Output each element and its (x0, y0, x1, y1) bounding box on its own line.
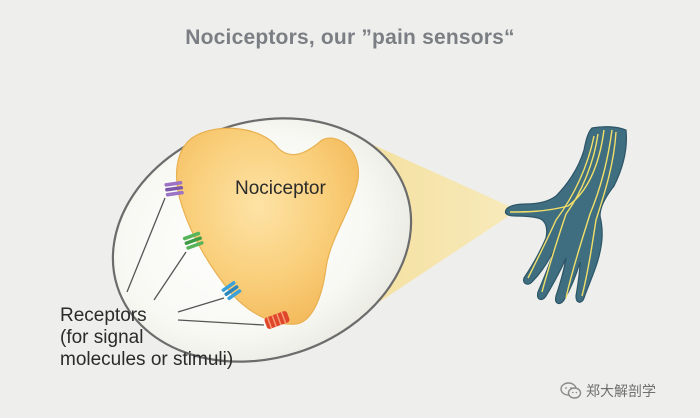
nerve-lines (509, 129, 617, 299)
watermark-text: 郑大解剖学 (586, 384, 656, 400)
receptor-blue (221, 281, 242, 301)
nociceptor-label: Nociceptor (235, 178, 326, 199)
receptor-red (264, 311, 290, 329)
receptors-label-line2: (for signal (60, 327, 144, 348)
wechat-icon (560, 382, 582, 399)
leader-lines (126, 197, 265, 326)
receptors-label-line3: molecules or stimuli) (60, 349, 234, 370)
watermark: 郑大解剖学 (560, 379, 656, 403)
receptor-green (182, 231, 204, 250)
hand-illustration (504, 126, 627, 305)
receptor-purple (164, 180, 184, 197)
diagram-title: Nociceptors, our ”pain sensors“ (185, 26, 515, 49)
receptors-label: Receptors (for signal molecules or stimu… (60, 305, 233, 371)
receptors-label-line1: Receptors (60, 305, 147, 326)
